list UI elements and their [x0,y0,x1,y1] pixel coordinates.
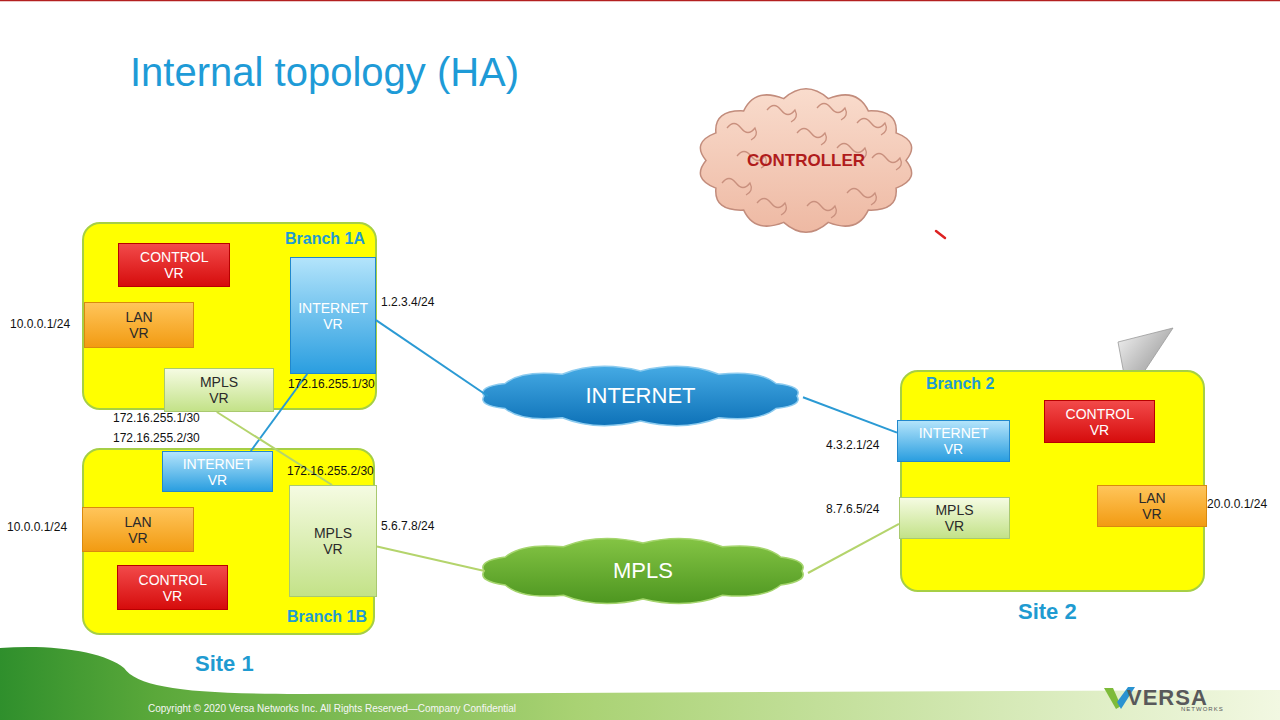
brain-outline [700,89,911,232]
address-label: 172.16.255.1/30 [113,412,200,426]
brain-fold [847,189,876,206]
branch-label: Branch 2 [926,375,994,393]
node-label: CONTROLLER [747,151,865,171]
branch-label: Branch 1A [285,230,365,248]
address-label: 172.16.255.2/30 [287,465,374,479]
site-label: Site 2 [1018,599,1077,624]
brain-fold [857,119,886,136]
address-label: 8.7.6.5/24 [826,503,879,517]
brain-fold [807,202,836,219]
logo-mark [1104,688,1121,709]
router-box: LAN VR [82,507,194,552]
router-box: LAN VR [84,302,194,348]
node-label: LAN VR [124,514,151,546]
brain-fold [817,104,846,121]
node-label: INTERNET [586,383,696,409]
link-line [377,547,485,571]
link-line [808,524,899,573]
address-label: 10.0.0.1/24 [7,521,67,535]
address-label: 20.0.0.1/24 [1207,498,1267,512]
copyright-note: Copyright © 2020 Versa Networks Inc. All… [148,703,516,715]
router-box: INTERNET VR [162,451,273,492]
pointer-mark [936,231,945,238]
address-label: 5.6.7.8/24 [381,520,434,534]
address-label: 172.16.255.1/30 [288,378,375,392]
router-box: CONTROL VR [117,565,228,610]
node-label: MPLS VR [200,374,238,406]
network-cloud: INTERNET [478,365,803,427]
brain-fold [727,124,756,141]
network-cloud: MPLS [478,537,808,605]
router-box: INTERNET VR [290,257,376,374]
router-box: CONTROL VR [118,243,230,287]
cloud-outline [483,366,798,425]
footer-band [0,647,1280,720]
address-label: 4.3.2.1/24 [826,439,879,453]
controller-brain: CONTROLLER [697,88,915,233]
router-box: LAN VR [1097,485,1207,527]
brain-fold [797,129,826,146]
logo-subtext: NETWORKS [1181,706,1224,713]
node-label: MPLS VR [314,525,352,557]
link-line [803,397,897,432]
top-rule [0,0,1280,1]
site-label: Site 1 [195,651,254,676]
brain-fold [767,106,796,123]
slide-title: Internal topology (HA) [130,50,519,95]
branch-box: Branch 2 INTERNET VR CONTROL VR MPLS VR LAN … [900,370,1205,592]
router-box: INTERNET VR [897,420,1010,462]
brain-fold [722,179,751,196]
node-label: LAN VR [1138,490,1165,522]
node-label: CONTROL VR [140,249,208,281]
address-label: 10.0.0.1/24 [10,318,70,332]
node-label: INTERNET VR [298,300,368,332]
link-line [376,320,488,396]
node-label: LAN VR [125,309,152,341]
router-box: MPLS VR [164,368,274,412]
brain-fold [757,199,786,216]
router-box: MPLS VR [289,485,377,597]
node-label: INTERNET VR [919,425,989,457]
address-label: 172.16.255.2/30 [113,432,200,446]
node-label: MPLS VR [935,502,973,534]
brain-fold [872,154,901,171]
cloud-outline [483,539,803,604]
address-label: 1.2.3.4/24 [381,296,434,310]
node-label: INTERNET VR [183,456,253,488]
node-label: CONTROL VR [139,572,207,604]
node-label: MPLS [613,558,673,584]
router-box: CONTROL VR [1044,400,1155,443]
router-box: MPLS VR [899,497,1010,539]
branch-label: Branch 1B [287,608,367,626]
node-label: CONTROL VR [1066,406,1134,438]
